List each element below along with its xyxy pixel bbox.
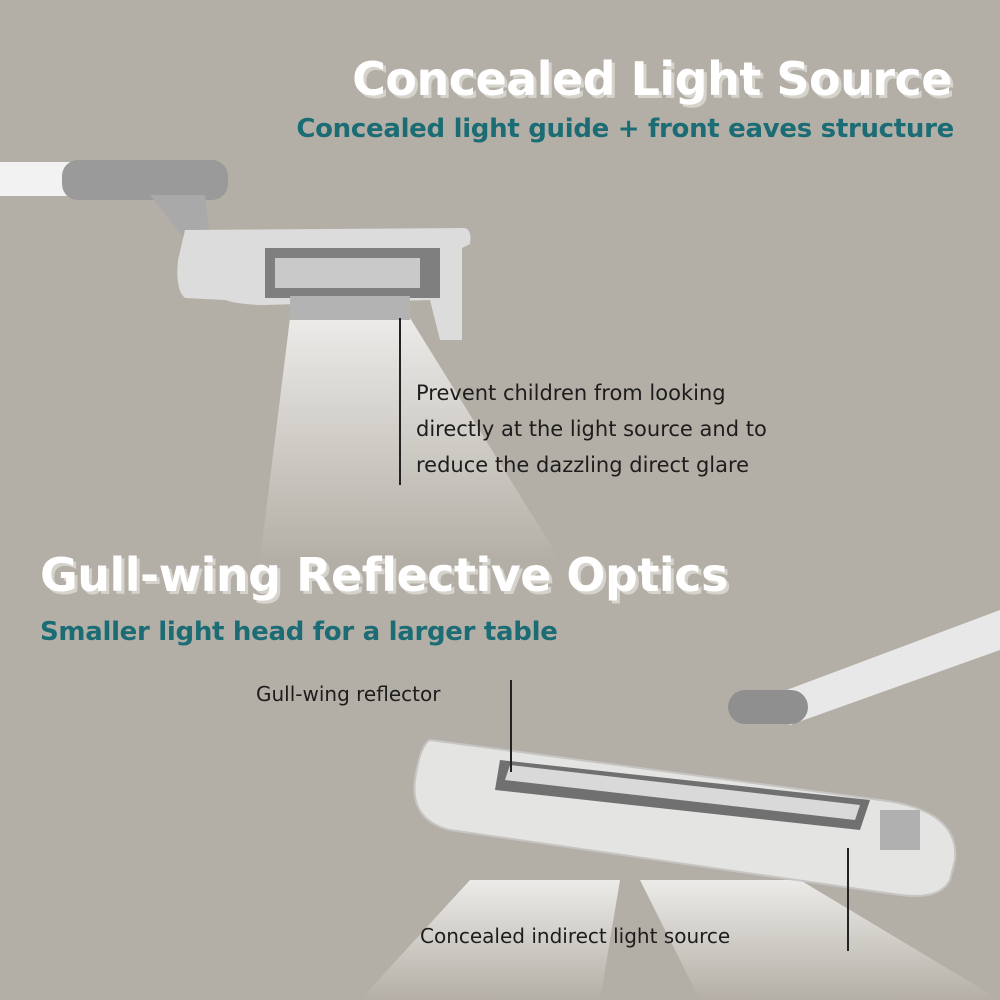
section2-subtitle: Smaller light head for a larger table [40,617,558,647]
callout-line [399,318,401,485]
lamp-head-cross-section [0,160,560,560]
glare-note: Prevent children from looking directly a… [416,375,767,483]
callout-line [510,680,512,772]
callout-line [847,848,849,951]
note-line: Prevent children from looking [416,381,726,405]
note-line: directly at the light source and to [416,417,767,441]
lamp-head-transparent [360,610,1000,1000]
section2-title: Gull-wing Reflective Optics [40,548,728,602]
gull-wing-reflector-label: Gull-wing reflector [256,682,441,706]
note-line: reduce the dazzling direct glare [416,453,750,477]
section1-subtitle: Concealed light guide + front eaves stru… [296,114,954,144]
section1-title: Concealed Light Source [352,52,952,106]
indirect-light-label: Concealed indirect light source [420,924,731,948]
